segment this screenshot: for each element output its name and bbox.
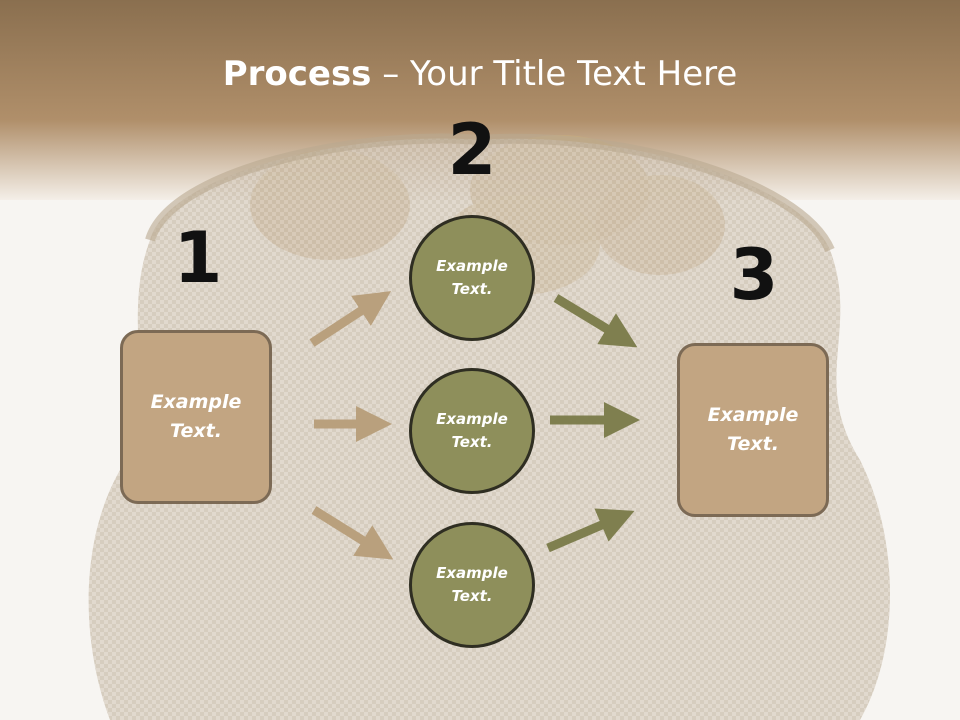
middle-circle-top[interactable]: Example Text. (409, 215, 535, 341)
right-step-box-text: Example Text. (707, 404, 799, 455)
middle-circle-bottom[interactable]: Example Text. (409, 522, 535, 648)
middle-circle-center-text: Example Text. (436, 410, 508, 451)
middle-circle-center[interactable]: Example Text. (409, 368, 535, 494)
left-step-box[interactable]: Example Text. (120, 330, 272, 504)
left-step-box-text: Example Text. (150, 391, 242, 442)
step-number-1: 1 (173, 217, 223, 299)
slide-title: Process – Your Title Text Here (0, 50, 960, 98)
step-number-2: 2 (447, 109, 497, 191)
middle-circle-top-text: Example Text. (436, 257, 508, 298)
step-number-3: 3 (729, 234, 779, 316)
right-step-box[interactable]: Example Text. (677, 343, 829, 517)
middle-circle-bottom-text: Example Text. (436, 564, 508, 605)
title-bold: Process (222, 54, 372, 94)
title-rest: – Your Title Text Here (371, 54, 738, 94)
